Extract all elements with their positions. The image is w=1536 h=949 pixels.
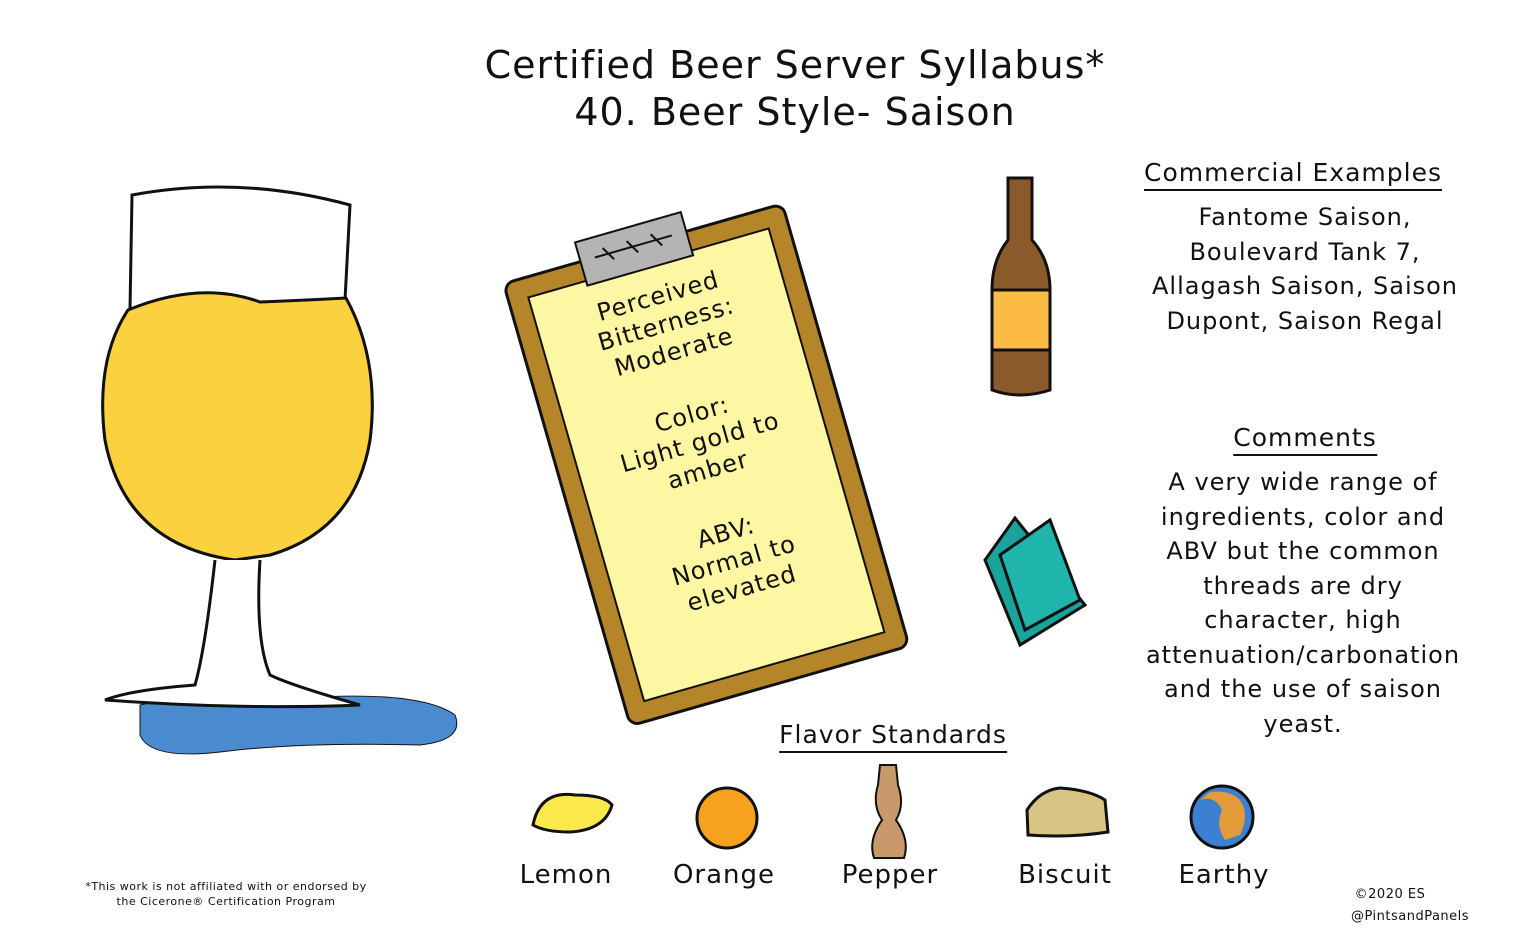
clipboard-icon bbox=[504, 204, 909, 725]
orange-icon bbox=[695, 786, 759, 850]
lemon-icon bbox=[531, 792, 614, 834]
book-icon bbox=[983, 515, 1088, 648]
social-handle: @PintsandPanels bbox=[1350, 909, 1470, 924]
commercial-examples-heading: Commercial Examples bbox=[1144, 158, 1442, 191]
flavor-label-orange: Orange bbox=[672, 860, 776, 890]
flavor-standards-heading: Flavor Standards bbox=[779, 720, 1007, 753]
commercial-examples-list: Fantome Saison, Boulevard Tank 7, Allaga… bbox=[1151, 203, 1459, 335]
comments-heading: Comments bbox=[1233, 423, 1377, 456]
flavor-label-pepper: Pepper bbox=[841, 860, 939, 890]
title-line-1: Certified Beer Server Syllabus* bbox=[484, 43, 1106, 87]
flavor-label-biscuit: Biscuit bbox=[1018, 860, 1112, 890]
biscuit-icon bbox=[1025, 786, 1110, 838]
copyright: ©2020 ES bbox=[1354, 887, 1426, 902]
tulip-glass-icon bbox=[101, 185, 374, 709]
beer-bottle-icon bbox=[990, 176, 1052, 397]
flavor-label-earthy: Earthy bbox=[1178, 860, 1270, 890]
disclaimer: *This work is not affiliated with or end… bbox=[85, 880, 367, 908]
pepper-grinder-icon bbox=[871, 764, 907, 859]
flavor-label-lemon: Lemon bbox=[519, 860, 613, 890]
comments-text: A very wide range of ingredients, color … bbox=[1145, 468, 1461, 738]
earth-globe-icon bbox=[1189, 784, 1255, 850]
title-line-2: 40. Beer Style- Saison bbox=[574, 90, 1016, 134]
